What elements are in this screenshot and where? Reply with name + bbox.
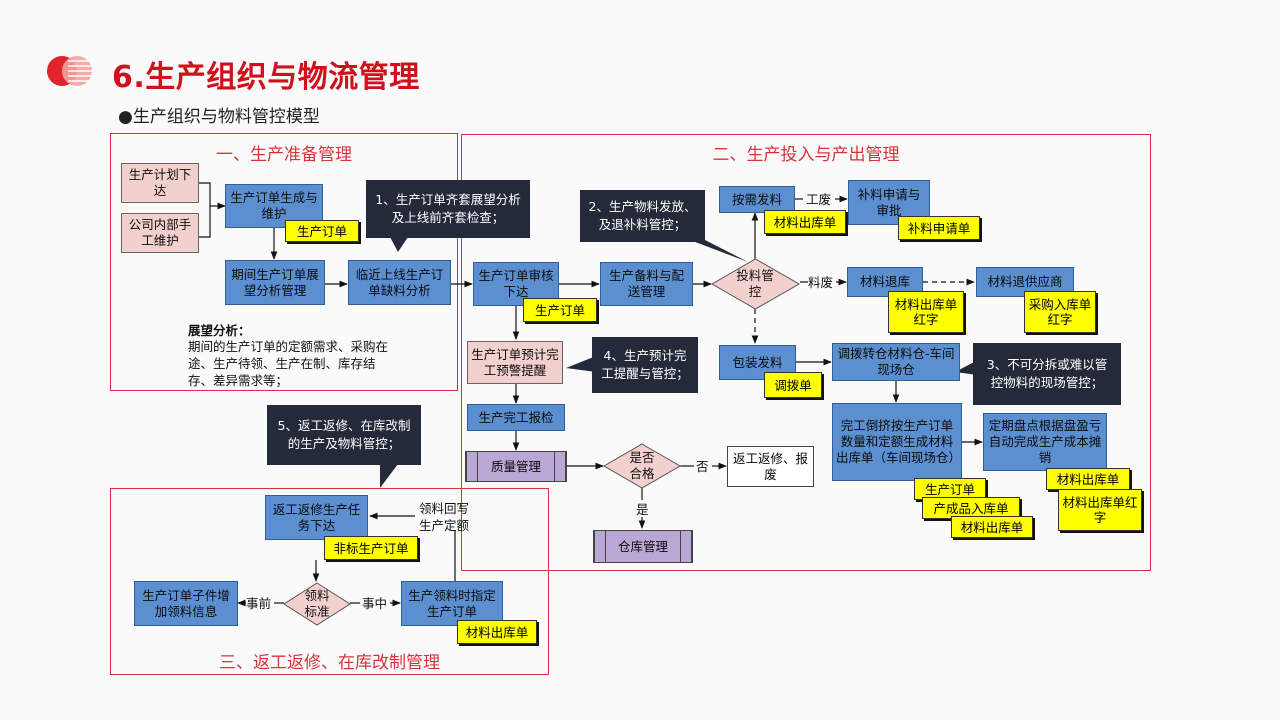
section-title-preparation: 一、生产准备管理 (216, 145, 352, 165)
label-before: 事前 (246, 596, 272, 611)
decision-qualified-label: 是否合格 (629, 450, 655, 481)
doc-nonstandard-order: 非标生产订单 (324, 536, 418, 560)
node-add-picking-info: 生产订单子件增加领料信息 (134, 581, 238, 626)
callout-kitting-analysis: 1、生产订单齐套展望分析及上线前齐套检查； (366, 180, 530, 238)
decision-qualified (603, 443, 681, 489)
node-package-issue: 包装发料 (719, 345, 796, 380)
decision-material-standard-label: 领料标准 (304, 588, 330, 619)
analysis-heading: 展望分析： (188, 323, 251, 338)
doc-material-out: 材料出库单 (764, 210, 846, 234)
label-no: 否 (696, 459, 709, 474)
section-preparation (110, 133, 458, 391)
node-production-plan: 生产计划下达 (121, 163, 199, 203)
doc-material-out-4: 材料出库单 (457, 620, 537, 644)
section-title-input-output: 二、生产投入与产出管理 (712, 145, 900, 165)
page-subtitle: ●生产组织与物料管控模型 (118, 107, 320, 127)
doc-transfer-slip: 调拨单 (764, 372, 822, 398)
decision-feed-control (711, 258, 800, 310)
node-warehouse-management: 仓库管理 (593, 530, 693, 563)
label-yes: 是 (636, 502, 649, 517)
label-writeback: 领料回写生产定额 (418, 501, 469, 533)
callout-rework-control: 5、返工返修、在库改制的生产及物料管控； (267, 405, 421, 465)
analysis-body: 期间的生产订单的定额需求、采购在途、生产待领、生产在制、库存结存、差异需求等； (188, 339, 389, 388)
decision-feed-control-label: 投料管控 (736, 268, 774, 299)
section-rework (110, 488, 549, 675)
section-input-output (461, 134, 1151, 571)
node-shortage-analysis: 临近上线生产订单缺料分析 (348, 260, 451, 305)
doc-material-out-2: 材料出库单 (951, 516, 1033, 538)
node-quality-management: 质量管理 (465, 451, 567, 482)
logo-icon (47, 56, 92, 86)
node-material-prep: 生产备料与配送管理 (600, 262, 693, 306)
callout-completion-reminder: 4、生产预计完工提醒与管控； (592, 337, 698, 393)
doc-purchase-in-red: 采购入库单红字 (1024, 291, 1096, 333)
doc-material-out-3: 材料出库单 (1046, 468, 1130, 490)
node-transfer-warehouse: 调拨转仓材料仓-车间现场仓 (832, 343, 960, 381)
node-on-demand-issue: 按需发料 (719, 186, 795, 213)
node-assign-order: 生产领料时指定生产订单 (401, 581, 503, 626)
doc-material-out-red-2: 材料出库单红字 (1058, 489, 1142, 531)
node-company-manual: 公司内部手工维护 (121, 213, 199, 253)
label-work-scrap: 工废 (806, 192, 832, 207)
doc-finished-goods-in: 产成品入库单 (922, 497, 1020, 519)
label-material-scrap: 料废 (808, 275, 834, 290)
doc-production-order: 生产订单 (285, 220, 359, 242)
node-completion-inspection: 生产完工报检 (467, 404, 565, 431)
node-completion-warning: 生产订单预计完工预警提醒 (467, 341, 563, 384)
node-rework-task: 返工返修生产任务下达 (265, 495, 368, 540)
node-periodic-inventory: 定期盘点根据盘盈亏自动完成生产成本摊销 (983, 413, 1107, 471)
decision-material-standard (283, 582, 351, 626)
doc-material-out-red: 材料出库单红字 (888, 291, 964, 333)
doc-supplement-request: 补料申请单 (898, 216, 980, 240)
node-backflush: 完工倒挤按生产订单数量和定额生成材料出库单（车间现场仓） (832, 403, 962, 481)
callout-material-issue: 2、生产物料发放、及退补料管控； (580, 190, 705, 242)
doc-production-order-2: 生产订单 (523, 298, 597, 322)
page-title: 6.生产组织与物流管理 (112, 60, 420, 95)
callout-site-control: 3、不可分拆或难以管控物料的现场管控； (973, 343, 1121, 405)
label-during: 事中 (362, 596, 388, 611)
node-prospect-analysis: 期间生产订单展望分析管理 (225, 260, 325, 305)
node-rework-scrap: 返工返修、报废 (727, 446, 814, 487)
section-title-rework: 三、返工返修、在库改制管理 (219, 653, 440, 673)
